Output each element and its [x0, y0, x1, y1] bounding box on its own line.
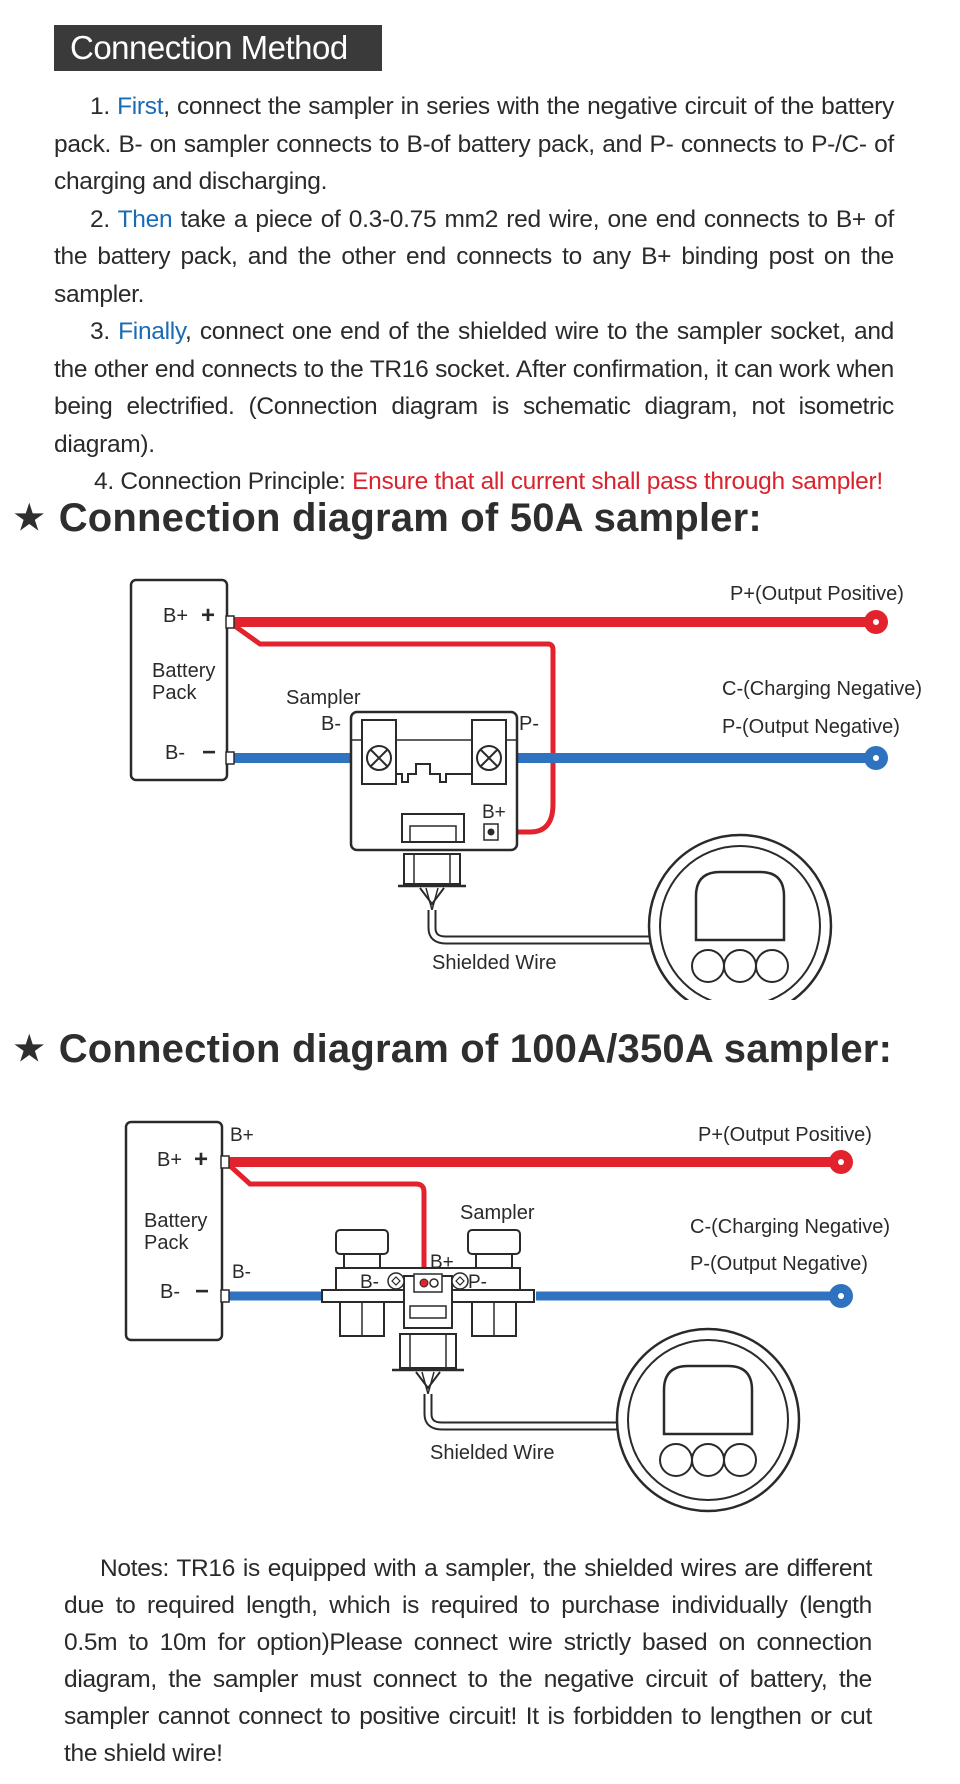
diagram-50a-heading: ★Connection diagram of 50A sampler: [14, 496, 762, 540]
battery-b-minus-terminal [225, 751, 235, 765]
sampler-100a [321, 1229, 535, 1337]
battery-plus-sign: + [194, 1146, 208, 1173]
battery-pack [129, 578, 229, 782]
c-minus-label: C-(Charging Negative) [722, 678, 922, 700]
step-3: 3. Finally, connect one end of the shiel… [54, 318, 894, 458]
b-plus-wire-label: B+ [230, 1125, 254, 1146]
sampler-label: Sampler [460, 1202, 535, 1224]
battery-pack [124, 1120, 224, 1342]
tr16-meter [615, 1327, 801, 1513]
star-icon: ★ [14, 499, 45, 537]
sampler-50a [349, 710, 519, 852]
sampler-b-plus-label: B+ [482, 802, 506, 823]
notes: Notes: TR16 is equipped with a sampler, … [64, 1550, 872, 1772]
shielded-wire-label: Shielded Wire [430, 1442, 555, 1464]
sampler-p-minus-label: P- [519, 713, 539, 735]
star-icon: ★ [14, 1030, 45, 1068]
p-plus-label: P+(Output Positive) [698, 1124, 872, 1146]
p-minus-terminal-dot [873, 755, 879, 761]
step-2-keyword: Then [117, 205, 173, 233]
shielded-connector [398, 853, 466, 913]
p-minus-terminal-dot [838, 1293, 844, 1299]
p-minus-label: P-(Output Negative) [690, 1253, 868, 1275]
battery-label-2: Pack [144, 1232, 189, 1254]
battery-label-1: Battery [144, 1210, 207, 1232]
sampler-b-plus-label: B+ [430, 1252, 454, 1273]
shielded-wire [427, 910, 664, 945]
battery-label-1: Battery [152, 660, 215, 682]
b-plus-sense-wire [230, 621, 556, 835]
p-minus-label: P-(Output Negative) [722, 716, 900, 738]
shielded-wire-label: Shielded Wire [432, 952, 557, 974]
shielded-wire [423, 1394, 634, 1431]
diagram-100a-350a: Battery Pack B+ + B- − B+ B- P+(Output P… [124, 1120, 890, 1513]
sampler-b-minus-label: B- [321, 713, 341, 735]
battery-minus-sign: − [195, 1278, 209, 1305]
battery-minus-sign: − [202, 739, 216, 766]
diagram-50a: Battery Pack B+ + B- − P+(Output Positiv… [129, 578, 922, 1000]
tr16-meter [647, 833, 833, 1000]
step-4: 4. Connection Principle: Ensure that all… [94, 468, 883, 495]
sampler-p-minus-label: P- [468, 1272, 487, 1293]
connection-steps: 1. First, connect the sampler in series … [54, 88, 894, 501]
p-plus-terminal-dot [873, 619, 879, 625]
battery-b-plus: B+ [157, 1149, 182, 1171]
battery-b-minus: B- [165, 742, 185, 764]
notes-text: Notes: TR16 is equipped with a sampler, … [64, 1555, 872, 1767]
battery-b-plus: B+ [163, 605, 188, 627]
step-1-keyword: First [117, 93, 164, 120]
diagram-100a-heading: ★Connection diagram of 100A/350A sampler… [14, 1027, 893, 1071]
shielded-connector [392, 1333, 464, 1397]
principle-warning: Ensure that all current shall pass throu… [352, 468, 883, 495]
step-2: 2. Then take a piece of 0.3-0.75 mm2 red… [54, 205, 894, 308]
battery-b-minus: B- [160, 1281, 180, 1303]
step-1: 1. First, connect the sampler in series … [54, 93, 894, 195]
p-plus-label: P+(Output Positive) [730, 583, 904, 605]
sampler-b-minus-label: B- [360, 1272, 379, 1293]
b-minus-wire-label: B- [232, 1262, 251, 1283]
c-minus-label: C-(Charging Negative) [690, 1216, 890, 1238]
b-plus-sense-wire [226, 1162, 427, 1280]
battery-b-minus-terminal [220, 1289, 230, 1303]
battery-label-2: Pack [152, 682, 197, 704]
battery-b-plus-terminal [225, 615, 235, 629]
battery-b-plus-terminal [220, 1155, 230, 1169]
p-plus-terminal-dot [838, 1159, 844, 1165]
sampler-label: Sampler [286, 687, 361, 709]
step-3-keyword: Finally [118, 318, 186, 345]
battery-plus-sign: + [201, 602, 215, 629]
section-banner: Connection Method [54, 25, 382, 71]
